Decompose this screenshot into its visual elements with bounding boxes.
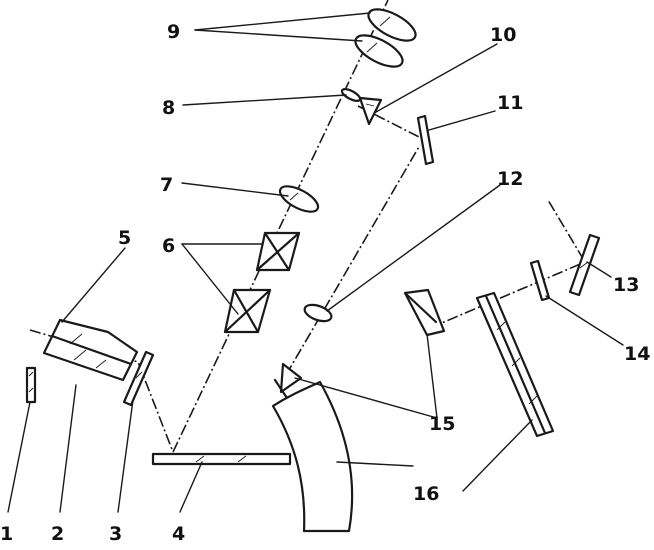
element-9-lenses: [354, 8, 417, 68]
leader-lines: [7, 12, 624, 513]
element-6-prisms: [223, 231, 301, 334]
element-3-plate: [122, 350, 155, 407]
label-3: 3: [109, 523, 122, 545]
label-1: 1: [0, 523, 13, 545]
label-13: 13: [613, 274, 639, 296]
element-7-lens: [278, 185, 320, 213]
element-4-plate: [151, 452, 292, 466]
label-10: 10: [490, 24, 516, 46]
element-13-plate: [568, 233, 601, 297]
element-10-prism: [358, 96, 383, 126]
label-15: 15: [429, 413, 455, 435]
element-14-plate: [529, 259, 551, 302]
label-4: 4: [172, 523, 185, 545]
element-12-lens: [303, 303, 333, 323]
beam-to-mirror-11: [357, 105, 426, 141]
element-16-block: [271, 291, 555, 533]
label-14: 14: [624, 343, 650, 365]
label-6: 6: [162, 235, 175, 257]
label-2: 2: [51, 523, 64, 545]
label-16: 16: [413, 483, 439, 505]
label-12: 12: [497, 168, 523, 190]
label-11: 11: [497, 92, 523, 114]
beam-input: [29, 329, 174, 453]
callout-labels: 1 2 3 4 5 6 7 8 9 10 11 12 13 14 15 16: [0, 21, 650, 545]
element-15-prisms: [273, 288, 446, 400]
element-2-prism: [42, 318, 139, 382]
element-1-plate: [25, 366, 37, 404]
beam-branch-13-15: [429, 199, 587, 329]
label-9: 9: [167, 21, 180, 43]
beam-paths: [29, 0, 587, 453]
beam-branch-12: [285, 144, 421, 376]
element-11-plate: [416, 114, 435, 166]
label-8: 8: [162, 97, 175, 119]
label-7: 7: [160, 174, 173, 196]
label-5: 5: [118, 227, 131, 249]
